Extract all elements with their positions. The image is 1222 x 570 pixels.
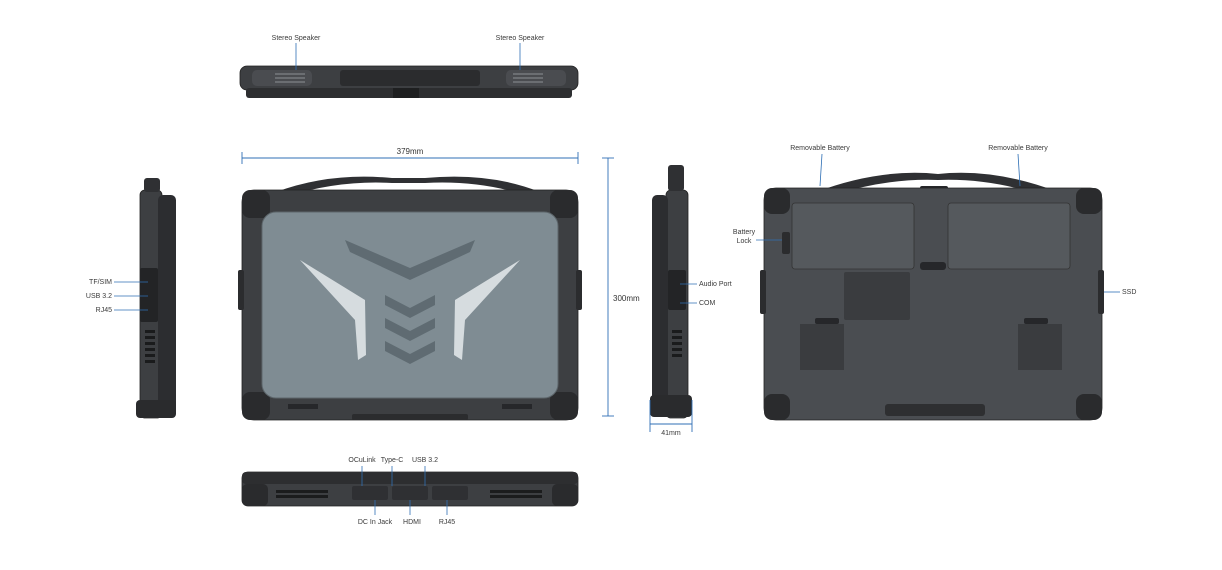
speaker-left-label: Stereo Speaker <box>272 35 321 42</box>
port-label-usb-3-2: USB 3.2 <box>86 293 112 300</box>
front-view: 379mm 300mm <box>238 147 640 421</box>
vent-right <box>1018 318 1062 370</box>
lid-emblem <box>300 240 520 364</box>
port-label-com: COM <box>699 300 716 307</box>
port-label-hdmi: HDMI <box>403 519 421 526</box>
top-view: Stereo Speaker Stereo Speaker <box>239 35 579 98</box>
port-label-type-c: Type-C <box>381 457 404 464</box>
port-label-audio: Audio Port <box>699 281 732 288</box>
battery-left-label: Removable Battery <box>790 145 850 152</box>
port-label-dc-in: DC In Jack <box>358 519 393 526</box>
battery-lock-label-line2: Lock <box>737 238 752 245</box>
ssd-label: SSD <box>1122 289 1136 296</box>
back-view: Removable Battery Removable Battery Batt… <box>733 145 1136 421</box>
speaker-grille-right <box>513 73 543 83</box>
vent-left <box>800 318 844 370</box>
height-dimension-label: 300mm <box>613 294 640 303</box>
right-side-view: Audio Port COM 41mm <box>649 165 732 437</box>
port-label-tf-sim: TF/SIM <box>89 279 112 286</box>
speaker-right-label: Stereo Speaker <box>496 35 545 42</box>
bottom-view: OCuLink Type-C USB 3.2 DC In Jack HDMI R… <box>241 457 579 526</box>
port-label-rj45: RJ45 <box>96 307 112 314</box>
port-label-oculink: OCuLink <box>348 457 376 464</box>
battery-right-label: Removable Battery <box>988 145 1048 152</box>
left-side-view: TF/SIM USB 3.2 RJ45 <box>86 178 176 419</box>
depth-dimension-label: 41mm <box>661 430 681 437</box>
port-label-usb-3-2-bottom: USB 3.2 <box>412 457 438 464</box>
port-label-rj45-bottom: RJ45 <box>439 519 455 526</box>
battery-lock-label-line1: Battery <box>733 229 756 236</box>
width-dimension-label: 379mm <box>397 147 424 156</box>
speaker-grille-left <box>275 73 305 83</box>
